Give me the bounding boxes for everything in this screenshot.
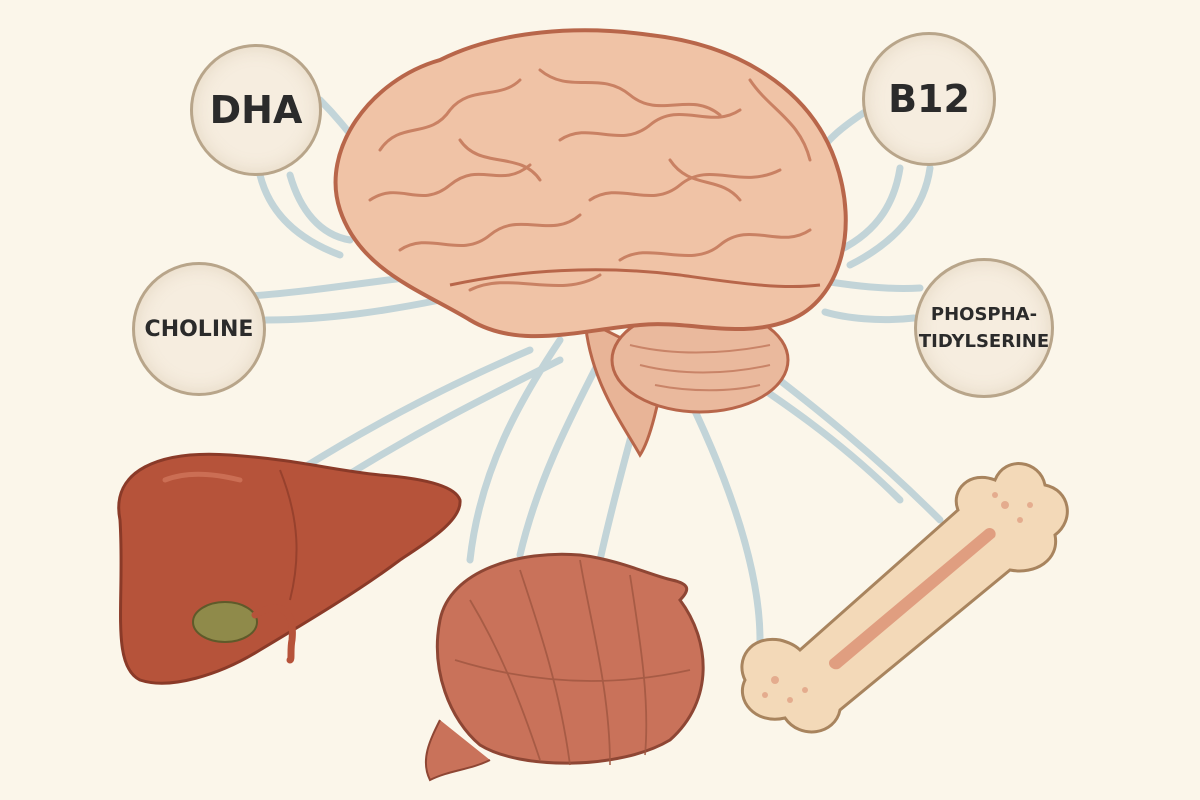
dha-label: DHA xyxy=(209,88,303,132)
connector-ps-2 xyxy=(826,278,924,292)
connector-liver-1 xyxy=(296,346,534,474)
connector-choline-1 xyxy=(262,296,444,324)
onion-bulb-icon xyxy=(424,552,705,782)
bone-icon xyxy=(740,462,1069,734)
connector-b12-2 xyxy=(836,164,904,254)
nutrient-bubble-b12: B12 xyxy=(862,32,996,166)
liver-icon xyxy=(117,452,462,685)
connector-dha-3 xyxy=(286,171,354,244)
gallbladder xyxy=(192,601,258,643)
connector-bone-1 xyxy=(676,376,764,644)
bulb-shape xyxy=(435,552,705,765)
connector-b12-3 xyxy=(846,164,934,269)
connector-ps-1 xyxy=(821,308,918,324)
connector-dha-2 xyxy=(256,171,344,259)
choline-label: CHOLINE xyxy=(144,316,254,342)
brain-icon xyxy=(333,28,848,458)
phosphatidylserine-label: PHOSPHA- TIDYLSERINE xyxy=(919,301,1049,355)
cerebrum xyxy=(333,28,848,339)
nutrient-bubble-choline: CHOLINE xyxy=(132,262,266,396)
connector-bulb-1 xyxy=(466,336,564,564)
nutrient-bubble-dha: DHA xyxy=(190,44,322,176)
phosphatidylserine-label-line2: TIDYLSERINE xyxy=(918,331,1050,352)
connector-liver-2 xyxy=(336,356,564,484)
phosphatidylserine-label-line1: PHOSPHA- xyxy=(930,304,1038,325)
nutrient-bubble-phosphatidylserine: PHOSPHA- TIDYLSERINE xyxy=(914,258,1054,398)
bone-marrow xyxy=(829,527,996,670)
b12-label: B12 xyxy=(888,77,970,121)
